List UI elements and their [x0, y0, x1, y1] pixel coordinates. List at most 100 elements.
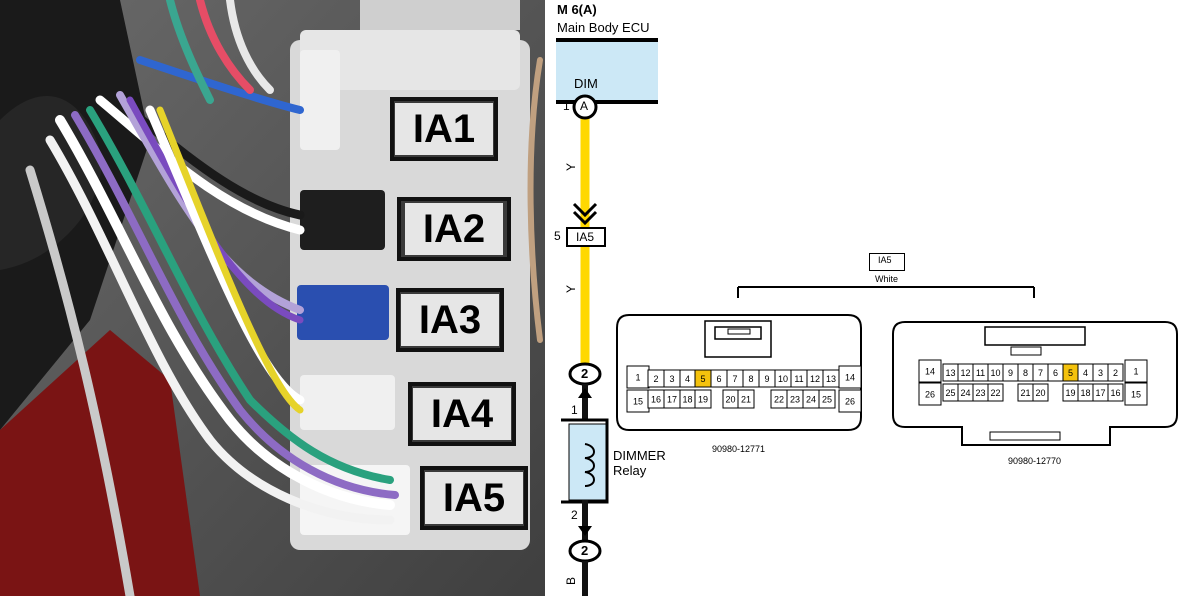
- right-pin-2-label: 2: [1113, 368, 1118, 378]
- connector-label-ia5: IA5: [420, 466, 528, 530]
- right-pin-14-cell: [918, 359, 942, 383]
- relay-box: [568, 423, 608, 501]
- right-pin-17-label: 17: [1095, 388, 1105, 398]
- right-pin-15-cell: [1124, 382, 1148, 406]
- left-pin-14-cell: [838, 365, 862, 389]
- right-pin-23-label: 23: [975, 388, 985, 398]
- right-pin-1-cell: [1124, 359, 1148, 383]
- left-pin-16-label: 16: [651, 395, 661, 405]
- ecu-block: [556, 38, 658, 104]
- right-pin-12-label: 12: [960, 368, 970, 378]
- left-pin-10-label: 10: [778, 374, 788, 384]
- right-connector-latch: [984, 326, 1086, 346]
- right-pin-25-label: 25: [945, 388, 955, 398]
- junction-box: [566, 227, 606, 247]
- right-pin-22-label: 22: [990, 388, 1000, 398]
- ecu-terminal-number: 1: [563, 99, 570, 113]
- left-pin-17-label: 17: [667, 395, 677, 405]
- left-pin-26-label: 26: [845, 397, 855, 407]
- left-pin-21-cell: [737, 389, 755, 409]
- connector-title-box: [869, 253, 905, 271]
- right-pin-4-label: 4: [1083, 368, 1088, 378]
- left-pin-15-label: 15: [633, 397, 643, 407]
- left-pin-25-label: 25: [822, 395, 832, 405]
- right-pin-14-label: 14: [925, 367, 935, 377]
- left-pin-18-label: 18: [682, 395, 692, 405]
- left-pin-20-label: 20: [725, 395, 735, 405]
- relay-top-circle-label: 2: [581, 366, 589, 381]
- right-pin-20-label: 20: [1035, 388, 1045, 398]
- relay-name-line2: Relay: [613, 463, 647, 478]
- right-pin-7-label: 7: [1038, 368, 1043, 378]
- left-pin-1-label: 1: [635, 373, 640, 383]
- connector-label-ia3: IA3: [396, 288, 504, 352]
- right-pin-15-label: 15: [1131, 390, 1141, 400]
- ecu-name: Main Body ECU: [557, 20, 650, 35]
- relay-pin-bottom: 2: [571, 508, 578, 522]
- wire-color-code-lower: Y: [564, 284, 579, 294]
- connector-title: IA5: [878, 255, 892, 265]
- right-part-number: 90980-12770: [1008, 456, 1062, 466]
- left-pin-5-label: 5: [700, 374, 705, 384]
- right-pin-16-label: 16: [1110, 388, 1120, 398]
- left-part-number: 90980-12771: [712, 444, 766, 454]
- right-pin-6-label: 6: [1053, 368, 1058, 378]
- junction-pin: 5: [554, 229, 561, 243]
- left-pin-12-label: 12: [810, 374, 820, 384]
- left-pin-25-cell: [818, 389, 836, 409]
- left-pin-21-label: 21: [741, 395, 751, 405]
- relay-pin-top: 1: [571, 403, 578, 417]
- right-pin-22-cell: [987, 383, 1004, 402]
- relay-coil-icon: [584, 443, 595, 487]
- right-pin-9-label: 9: [1008, 368, 1013, 378]
- ecu-code: M 6(A): [557, 2, 597, 17]
- arrow-up-icon: [578, 388, 592, 398]
- left-pin-9-label: 9: [764, 374, 769, 384]
- junction-label: IA5: [576, 230, 595, 244]
- right-pin-10-label: 10: [990, 368, 1000, 378]
- right-pin-18-label: 18: [1080, 388, 1090, 398]
- left-pin-8-label: 8: [748, 374, 753, 384]
- terminal-a-circle: [572, 94, 598, 120]
- left-pin-7-label: 7: [732, 374, 737, 384]
- right-pin-19-label: 19: [1065, 388, 1075, 398]
- right-pin-26-cell: [918, 382, 942, 406]
- arrow-down-icon: [578, 526, 592, 536]
- right-pin-3-label: 3: [1098, 368, 1103, 378]
- right-pin-11-label: 11: [976, 368, 985, 378]
- connector-label-ia2: IA2: [397, 197, 511, 261]
- left-pin-22-label: 22: [774, 395, 784, 405]
- ecu-signal: DIM: [574, 76, 598, 91]
- connector-label-ia1: IA1: [390, 97, 498, 161]
- right-pin-16-cell: [1107, 383, 1124, 402]
- connector-chevron-icon: [572, 202, 598, 226]
- right-pin-1-label: 1: [1133, 367, 1138, 377]
- right-pin-24-label: 24: [960, 388, 970, 398]
- right-pin-20-cell: [1032, 383, 1049, 402]
- left-pin-4-label: 4: [685, 374, 690, 384]
- left-pin-24-label: 24: [806, 395, 816, 405]
- connector-label-ia4: IA4: [408, 382, 516, 446]
- left-pin-26-cell: [838, 389, 862, 413]
- right-pin-2-cell: [1107, 363, 1124, 382]
- left-pin-23-label: 23: [790, 395, 800, 405]
- right-pin-26-label: 26: [925, 390, 935, 400]
- relay-name-line1: DIMMER: [613, 448, 666, 463]
- left-pin-19-cell: [694, 389, 712, 409]
- right-pin-5-label: 5: [1068, 368, 1073, 378]
- relay-bottom-circle-label: 2: [581, 543, 589, 558]
- terminal-a-label: A: [580, 99, 589, 113]
- connector-color: White: [875, 274, 899, 284]
- left-pin-13-label: 13: [826, 374, 836, 384]
- left-pin-11-label: 11: [794, 374, 803, 384]
- left-pin-3-label: 3: [669, 374, 674, 384]
- right-pin-8-label: 8: [1023, 368, 1028, 378]
- left-pin-19-label: 19: [698, 395, 708, 405]
- left-pin-14-label: 14: [845, 373, 855, 383]
- wire-color-code-bottom: B: [564, 576, 579, 586]
- right-pin-21-label: 21: [1020, 388, 1030, 398]
